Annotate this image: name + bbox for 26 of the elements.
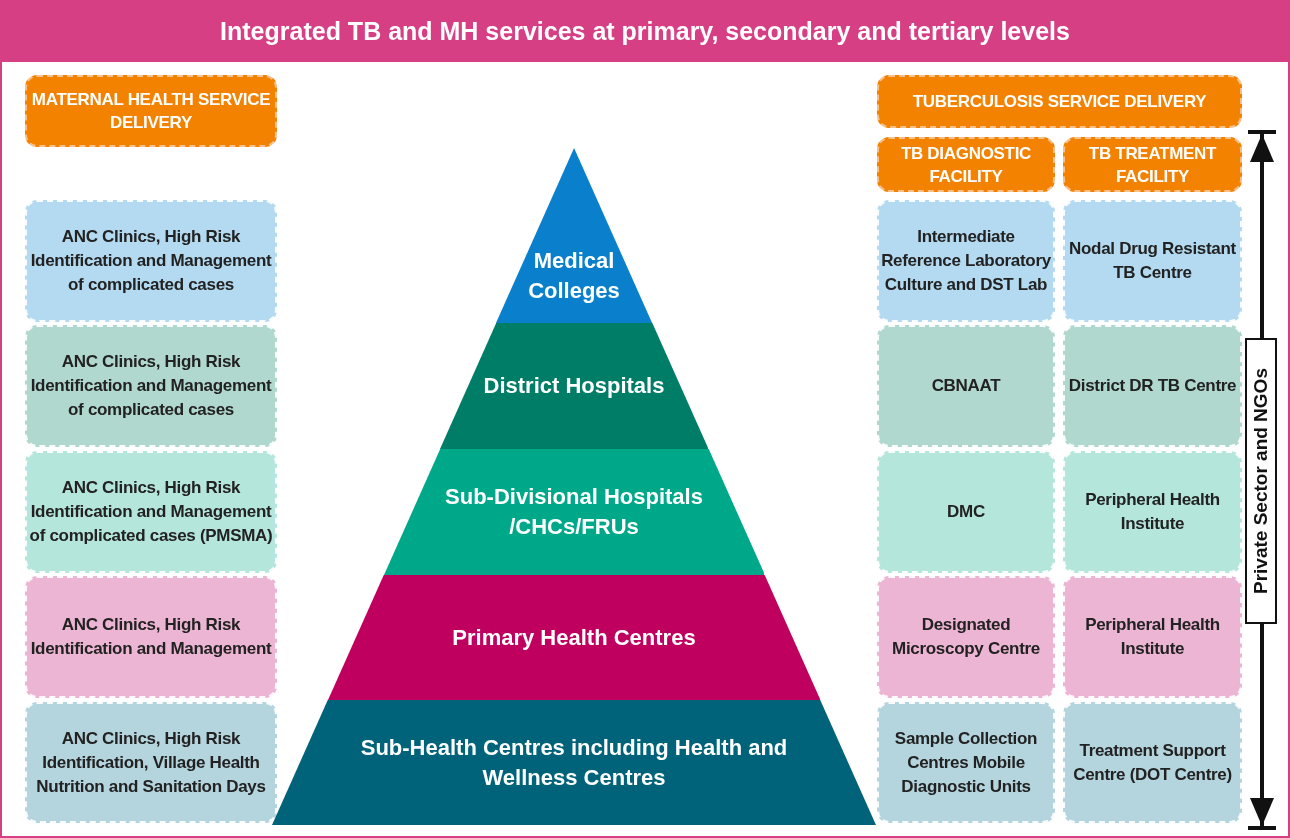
service-box: Sample Collection Centres Mobile Diagnostic Units	[877, 702, 1055, 823]
side-label: Private Sector and NGOs	[1245, 338, 1277, 624]
service-box: ANC Clinics, High Risk Identification and Management of complicated cases	[25, 200, 277, 322]
section-heading: TB TREATMENT FACILITY	[1063, 137, 1242, 192]
section-heading: TB DIAGNOSTIC FACILITY	[877, 137, 1055, 192]
pyramid-tier: Primary Health Centres	[327, 575, 821, 700]
service-box: Peripheral Health Institute	[1063, 576, 1242, 698]
pyramid-tier: District Hospitals	[439, 323, 709, 449]
section-heading: TUBERCULOSIS SERVICE DELIVERY	[877, 75, 1242, 128]
service-box: ANC Clinics, High Risk Identification and Management of complicated cases	[25, 325, 277, 447]
pyramid-tier: Sub-Divisional Hospitals /CHCs/FRUs	[383, 449, 765, 575]
service-box: Nodal Drug Resistant TB Centre	[1063, 200, 1242, 322]
service-box: District DR TB Centre	[1063, 325, 1242, 447]
service-box: Treatment Support Centre (DOT Centre)	[1063, 702, 1242, 823]
service-box: Intermediate Reference Laboratory Culture and DST Lab	[877, 200, 1055, 322]
service-box: CBNAAT	[877, 325, 1055, 447]
service-box: ANC Clinics, High Risk Identification, Village Health Nutrition and Sanitation Days	[25, 702, 277, 823]
service-box: Designated Microscopy Centre	[877, 576, 1055, 698]
pyramid-tier: Medical Colleges	[495, 148, 653, 323]
service-box: DMC	[877, 451, 1055, 573]
pyramid-tier: Sub-Health Centres including Health and Wellness Centres	[272, 700, 876, 825]
service-box: Peripheral Health Institute	[1063, 451, 1242, 573]
service-box: ANC Clinics, High Risk Identification and Management	[25, 576, 277, 698]
service-box: ANC Clinics, High Risk Identification and Management of complicated cases (PMSMA)	[25, 451, 277, 573]
section-heading: MATERNAL HEALTH SERVICE DELIVERY	[25, 75, 277, 147]
title-banner: Integrated TB and MH services at primary, secondary and tertiary levels	[0, 0, 1290, 62]
